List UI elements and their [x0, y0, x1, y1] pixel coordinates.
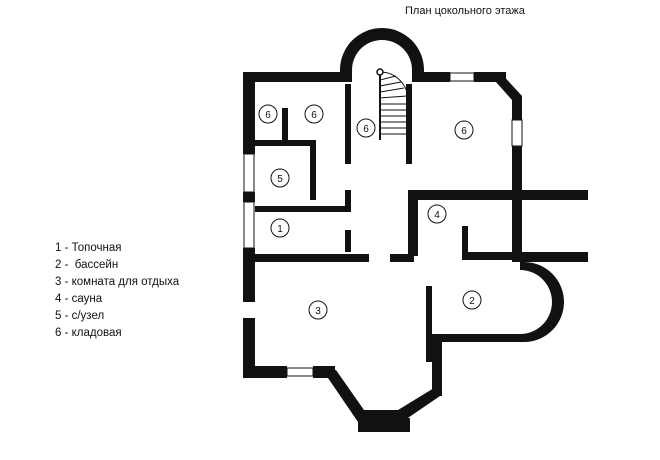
room-labels: 6 6 6 6 5 1 4 3 2 [258, 104, 482, 320]
legend-item: 5 - с/узел [55, 310, 105, 322]
room-label: 5 [270, 168, 290, 188]
legend-item: 2 - бассейн [55, 259, 119, 271]
legend-item: 1 - Топочная [55, 242, 122, 254]
legend: 1 - Топочная 2 - бассейн 3 - комната для… [55, 240, 179, 342]
room-label: 6 [258, 104, 278, 124]
room-label: 6 [304, 104, 324, 124]
room-label: 2 [462, 290, 482, 310]
room-label-text: 6 [311, 110, 317, 121]
legend-item: 6 - кладовая [55, 327, 122, 339]
room-label: 6 [454, 120, 474, 140]
room-label: 1 [270, 218, 290, 238]
legend-item: 3 - комната для отдыха [55, 276, 180, 288]
room-label-text: 1 [277, 224, 283, 235]
room-label-text: 6 [363, 124, 369, 135]
room-label-text: 6 [461, 126, 467, 137]
walls [243, 28, 588, 432]
plan-title: План цокольного этажа [405, 5, 525, 17]
room-label-text: 2 [469, 296, 475, 307]
room-label: 3 [308, 300, 328, 320]
room-label-text: 6 [265, 110, 271, 121]
legend-item: 4 - сауна [55, 293, 103, 305]
room-label-text: 3 [315, 306, 321, 317]
room-label: 4 [427, 204, 447, 224]
room-label-text: 4 [434, 210, 440, 221]
room-label: 6 [356, 118, 376, 138]
room-label-text: 5 [277, 174, 283, 185]
